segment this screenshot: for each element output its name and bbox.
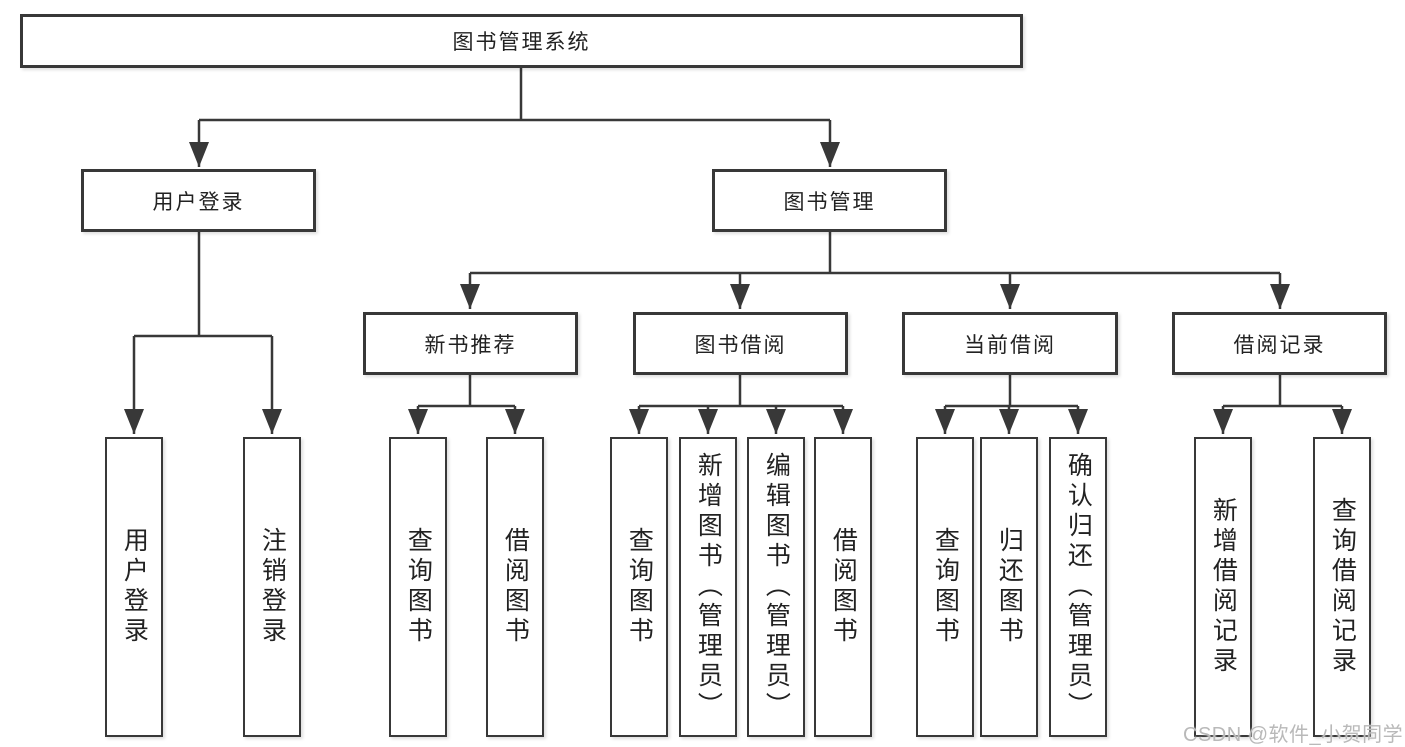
- leaf-borrow-books-label: 借阅图书: [829, 527, 858, 647]
- node-new-book-recommend-label: 新书推荐: [424, 333, 517, 357]
- node-current-borrow-label: 当前借阅: [964, 333, 1056, 357]
- node-user-login: 用户登录: [81, 169, 316, 232]
- leaf-query-books-recommend-label: 查询图书: [404, 527, 433, 647]
- node-book-management-label: 图书管理: [783, 190, 876, 214]
- leaf-query-books-recommend: 查询图书: [389, 437, 447, 737]
- node-root-label: 图书管理系统: [452, 31, 591, 54]
- leaf-user-login-label: 用户登录: [120, 527, 149, 647]
- node-new-book-recommend: 新书推荐: [363, 312, 578, 375]
- leaf-query-books-borrow-label: 查询图书: [625, 527, 654, 647]
- leaf-logout: 注销登录: [243, 437, 301, 737]
- leaf-query-books-current-label: 查询图书: [931, 527, 960, 647]
- node-borrow-records-label: 借阅记录: [1233, 333, 1326, 357]
- leaf-query-borrow-record-label: 查询借阅记录: [1328, 497, 1357, 677]
- leaf-query-borrow-record: 查询借阅记录: [1313, 437, 1371, 737]
- leaf-borrow-books-recommend: 借阅图书: [486, 437, 544, 737]
- node-book-borrow: 图书借阅: [633, 312, 848, 375]
- leaf-return-books: 归还图书: [980, 437, 1038, 737]
- leaf-add-borrow-record: 新增借阅记录: [1194, 437, 1252, 737]
- node-book-borrow-label: 图书借阅: [694, 333, 787, 357]
- watermark: CSDN @软件_小贺同学: [1183, 724, 1404, 746]
- leaf-borrow-books: 借阅图书: [814, 437, 872, 737]
- node-borrow-records: 借阅记录: [1172, 312, 1387, 375]
- leaf-add-books-admin: 新增图书︵管理员︶: [679, 437, 737, 737]
- leaf-query-books-current: 查询图书: [916, 437, 974, 737]
- leaf-edit-books-admin: 编辑图书︵管理员︶: [747, 437, 805, 737]
- node-root: 图书管理系统: [20, 14, 1023, 68]
- node-current-borrow: 当前借阅: [902, 312, 1118, 375]
- leaf-borrow-books-recommend-label: 借阅图书: [501, 527, 530, 647]
- leaf-logout-label: 注销登录: [258, 527, 287, 647]
- leaf-confirm-return-admin: 确认归还︵管理员︶: [1049, 437, 1107, 737]
- leaf-add-books-admin-label: 新增图书︵管理员︶: [694, 452, 723, 722]
- leaf-query-books-borrow: 查询图书: [610, 437, 668, 737]
- leaf-confirm-return-admin-label: 确认归还︵管理员︶: [1064, 452, 1093, 722]
- leaf-edit-books-admin-label: 编辑图书︵管理员︶: [762, 452, 791, 722]
- leaf-add-borrow-record-label: 新增借阅记录: [1209, 497, 1238, 677]
- node-user-login-label: 用户登录: [152, 190, 245, 214]
- leaf-return-books-label: 归还图书: [995, 527, 1024, 647]
- leaf-user-login: 用户登录: [105, 437, 163, 737]
- node-book-management: 图书管理: [712, 169, 947, 232]
